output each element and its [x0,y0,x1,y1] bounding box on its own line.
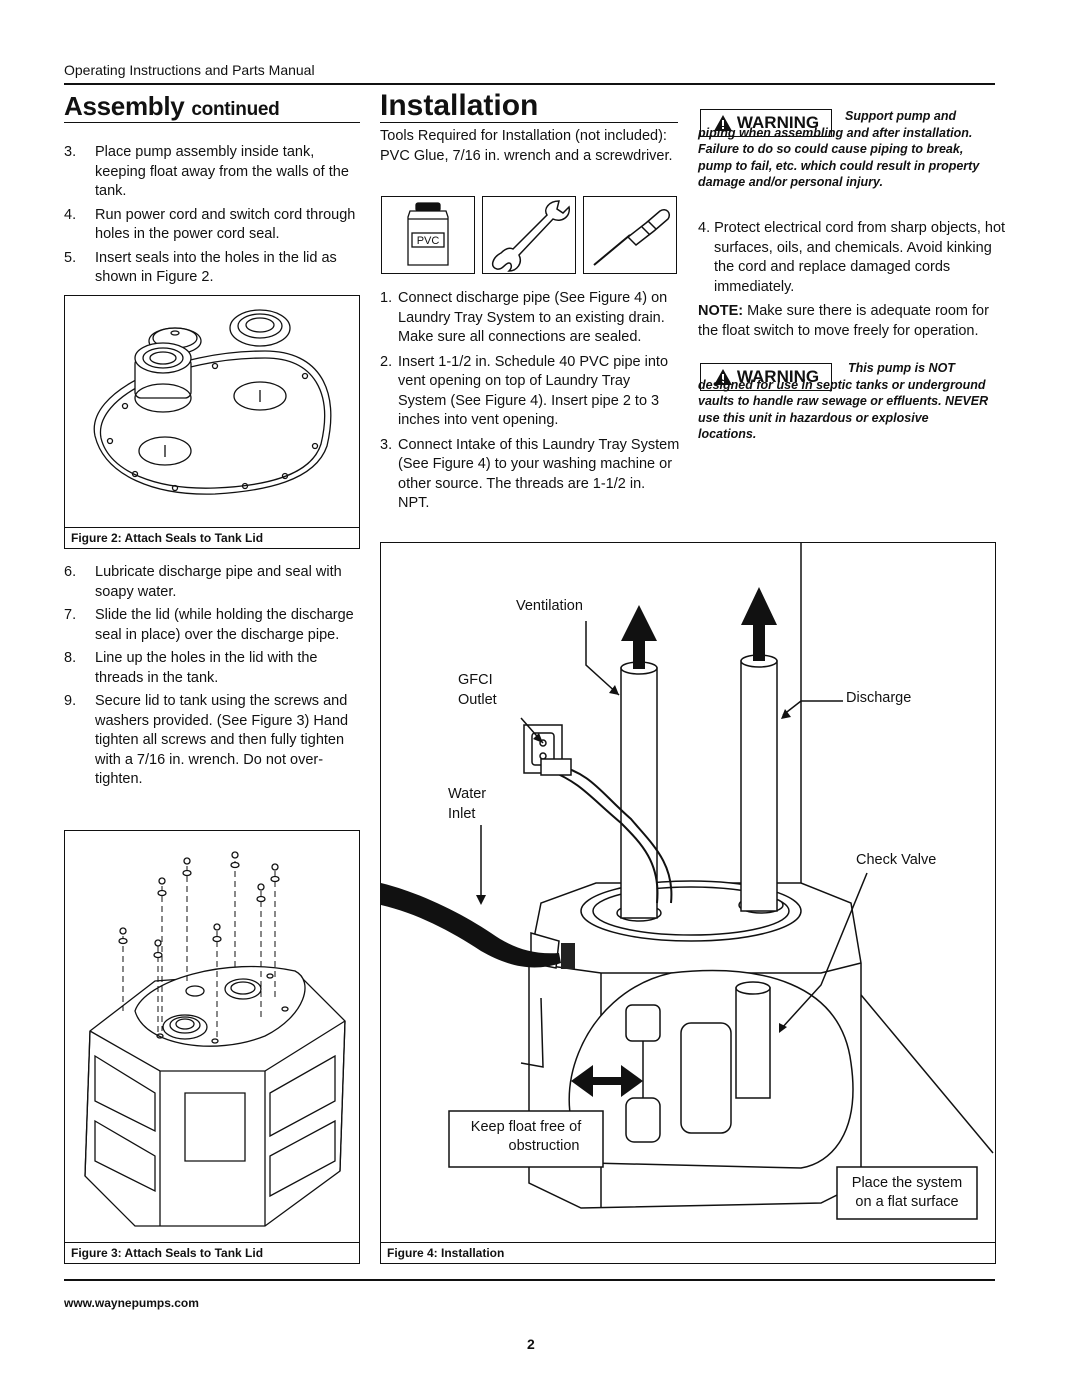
step-text: Lubricate discharge pipe and seal with s… [95,564,342,600]
step-number: 7. [64,607,77,623]
note-text: Make sure there is adequate room for the… [698,303,989,339]
assembly-heading: Assembly continued [64,91,280,122]
step-text: Place pump assembly inside tank, keeping… [95,144,349,199]
warning-text-2: This pump is NOT designed for use in sep… [698,361,989,441]
assembly-heading-rule [64,122,360,123]
figure-3-caption: Figure 3: Attach Seals to Tank Lid [65,1242,359,1263]
assembly-heading-text: Assembly [64,91,185,121]
note-label: NOTE: [698,303,744,319]
step-number: 5. [64,249,77,266]
warning-text-1: Support pump and piping when assembling … [698,109,980,189]
step-text: Secure lid to tank using the screws and … [95,693,349,787]
list-item: 7. Slide the lid (while holding the disch… [64,606,360,645]
discharge-label: Discharge [846,690,912,706]
step-text: Run power cord and switch cord through h… [95,206,356,243]
footer-rule [64,1279,995,1281]
assembly-heading-suffix: continued [191,99,280,120]
assembly-steps-b: 6. Lubricate discharge pipe and seal with… [64,563,360,794]
tank-lid-screws-illustration [84,851,346,1227]
step-number: 9. [64,693,77,709]
installation-steps: 1. Connect discharge pipe (See Figure 4) … [380,289,680,518]
pvc-glue-tool-box: PVC [381,196,475,274]
step-number: 2. [380,353,393,370]
figure-2: Figure 2: Attach Seals to Tank Lid [64,295,360,549]
inlet-label: Inlet [448,806,476,822]
warning-triangle-icon [713,115,732,131]
outlet-label: Outlet [458,692,497,708]
ventilation-label: Ventilation [516,598,583,614]
step-text: Line up the holes in the lid with the th… [95,650,318,686]
step-number: 4. [698,220,711,236]
list-item: 9. Secure lid to tank using the screws an… [64,692,360,790]
step-text: Slide the lid (while holding the dischar… [95,607,354,643]
assembly-steps-a: 3. Place pump assembly inside tank, keepi… [64,143,360,292]
screwdriver-icon [593,208,671,266]
warning-badge-2: WARNING [700,363,832,391]
step-text: Protect electrical cord from sharp objec… [714,220,1006,295]
page-number: 2 [527,1336,535,1352]
step-number: 4. [64,206,77,223]
wrench-icon [491,200,570,272]
step-text: Insert seals into the holes in the lid a… [95,249,337,286]
note-paragraph: NOTE: Make sure there is adequate room f… [698,302,998,341]
keep-float-line-2: obstruction [508,1138,580,1154]
list-item: 4. Run power cord and switch cord through… [64,206,360,245]
list-item: 5. Insert seals into the holes in the lid… [64,249,360,288]
step-number: 8. [64,650,77,666]
step-number: 6. [64,564,77,580]
keep-float-label: Keep float free of obstruction [453,1118,599,1156]
installation-heading-rule [380,122,678,123]
figure-2-caption: Figure 2: Attach Seals to Tank Lid [65,527,359,548]
installation-illustration [381,543,994,1220]
warning-word: WARNING [736,367,820,386]
screwdriver-tool-box [583,196,677,274]
figure-4-caption: Figure 4: Installation [381,1242,995,1263]
tank-lid-seals-illustration [93,309,332,495]
header-rule [64,83,995,85]
list-item: 8. Line up the holes in the lid with the … [64,649,360,688]
water-label: Water [448,786,487,802]
step-text: Connect discharge pipe (See Figure 4) on… [398,290,668,345]
keep-float-line-1: Keep float free of [470,1119,582,1135]
warning-word: WARNING [736,113,820,132]
pvc-label: PVC [417,235,440,247]
warning-badge-1: WARNING [700,109,832,137]
step-number: 1. [380,290,393,306]
installation-heading: Installation [380,89,539,122]
protect-cord-step: 4. Protect electrical cord from sharp ob… [698,219,1014,297]
manual-header-title: Operating Instructions and Parts Manual [64,62,315,78]
tools-required-text: Tools Required for Installation (not inc… [380,128,673,164]
step-text: Insert 1-1/2 in. Schedule 40 PVC pipe in… [398,353,669,429]
pvc-glue-can-icon: PVC [407,202,449,266]
list-item: 3. Connect Intake of this Laundry Tray Sy… [380,436,680,514]
check-valve-label: Check Valve [856,852,937,868]
step-text: Connect Intake of this Laundry Tray Syst… [398,436,680,512]
list-item: 1. Connect discharge pipe (See Figure 4) … [380,289,680,348]
list-item: 2. Insert 1-1/2 in. Schedule 40 PVC pipe … [380,353,680,431]
step-number: 3. [64,144,77,160]
warning-triangle-icon [713,369,732,385]
flat-surface-line-2: on a flat surface [855,1194,959,1210]
gfci-label: GFCI [458,672,493,688]
figure-3: Figure 3: Attach Seals to Tank Lid [64,830,360,1264]
flat-surface-line-1: Place the system [851,1175,963,1191]
footer-url: www.waynepumps.com [64,1296,199,1310]
wrench-tool-box [482,196,576,274]
flat-surface-label: Place the system on a flat surface [839,1174,975,1212]
list-item: 6. Lubricate discharge pipe and seal with… [64,563,360,602]
step-number: 3. [380,436,393,453]
figure-4: Ventilation GFCI Outlet Discharge Water … [380,542,996,1264]
list-item: 3. Place pump assembly inside tank, keepi… [64,143,360,202]
